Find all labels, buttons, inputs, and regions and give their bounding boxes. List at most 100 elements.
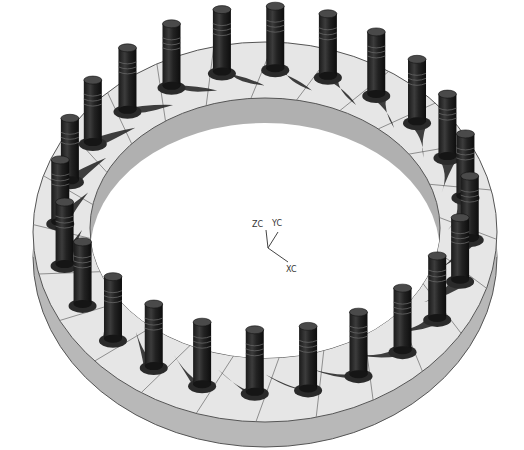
vane-root	[99, 334, 127, 348]
pin-groove	[394, 307, 412, 309]
pin-top	[163, 20, 181, 28]
pin-groove	[118, 67, 136, 69]
pin-top	[61, 114, 79, 122]
pin-base	[104, 335, 122, 343]
segment-lines	[33, 42, 497, 422]
vane-root	[314, 71, 342, 85]
pin-groove	[74, 256, 92, 258]
pin-groove	[299, 340, 317, 342]
pin-top	[367, 28, 385, 36]
pin-body	[451, 218, 469, 280]
pin-groove	[394, 302, 412, 304]
pin-top	[56, 198, 74, 206]
pin-groove	[213, 34, 231, 36]
pin-top	[349, 308, 367, 316]
pin-top	[394, 284, 412, 292]
pin	[213, 6, 231, 76]
pin-groove	[428, 270, 446, 272]
pin-groove	[319, 28, 337, 30]
pin-groove	[408, 73, 426, 75]
pin-groove	[349, 326, 367, 328]
pin-groove	[451, 232, 469, 234]
pin-groove	[56, 226, 74, 228]
axis-line	[266, 230, 268, 248]
vane-root	[344, 369, 372, 383]
vane-root	[423, 313, 451, 327]
pin-groove	[438, 108, 456, 110]
pin-top	[246, 326, 264, 334]
pin-groove	[319, 33, 337, 35]
pin-groove	[104, 291, 122, 293]
pin-groove	[84, 99, 102, 101]
vane-root	[389, 345, 417, 359]
pin-groove	[104, 301, 122, 303]
pin	[104, 273, 122, 343]
pin-top	[438, 90, 456, 98]
pin-base	[163, 82, 181, 90]
axis-label: ZC	[252, 220, 263, 229]
pin-groove	[299, 350, 317, 352]
pin-base	[319, 72, 337, 80]
vane-root	[403, 116, 431, 130]
pin	[367, 28, 385, 98]
pin-body	[319, 14, 337, 76]
pin-groove	[266, 20, 284, 22]
pin-groove	[438, 118, 456, 120]
vane-root	[261, 63, 289, 77]
pin-base	[438, 152, 456, 160]
pin-body	[145, 304, 163, 366]
pin-body	[299, 326, 317, 388]
pin-groove	[118, 62, 136, 64]
pin-groove	[349, 331, 367, 333]
pin	[451, 214, 469, 284]
pin	[145, 300, 163, 370]
pin-groove	[456, 148, 474, 150]
pin-groove	[438, 113, 456, 115]
axis-label: YC	[272, 219, 282, 228]
pin	[74, 238, 92, 308]
pin-groove	[118, 72, 136, 74]
pin-base	[145, 362, 163, 370]
pin-base	[266, 64, 284, 72]
pin	[163, 20, 181, 90]
pin	[56, 198, 74, 268]
pin-groove	[299, 345, 317, 347]
pin-groove	[74, 261, 92, 263]
pin	[408, 55, 426, 125]
vane-root	[188, 379, 216, 393]
pin-body	[118, 48, 136, 110]
pin	[394, 284, 412, 354]
pin-base	[193, 380, 211, 388]
pin	[84, 76, 102, 146]
pin-top	[74, 238, 92, 246]
pin-body	[163, 24, 181, 86]
pin-body	[408, 59, 426, 121]
ring-hole	[90, 123, 440, 383]
pin-body	[193, 322, 211, 384]
pin-groove	[61, 132, 79, 134]
pin-body	[428, 256, 446, 318]
pin-body	[84, 80, 102, 142]
pin-top	[456, 130, 474, 138]
pin-body	[213, 10, 231, 72]
vane-root	[362, 89, 390, 103]
pin-base	[394, 346, 412, 354]
pin-groove	[145, 318, 163, 320]
pin	[193, 318, 211, 388]
pin-groove	[56, 216, 74, 218]
pin	[428, 252, 446, 322]
pin-top	[104, 273, 122, 281]
pin-groove	[51, 184, 69, 186]
pin-groove	[349, 336, 367, 338]
vane-root	[113, 105, 141, 119]
pin-groove	[394, 312, 412, 314]
segment-line	[316, 350, 324, 417]
pin	[299, 322, 317, 392]
pin-groove	[51, 179, 69, 181]
pin-top	[428, 252, 446, 260]
pin-top	[193, 318, 211, 326]
pin-body	[394, 288, 412, 350]
pin-groove	[61, 142, 79, 144]
pin-groove	[456, 158, 474, 160]
